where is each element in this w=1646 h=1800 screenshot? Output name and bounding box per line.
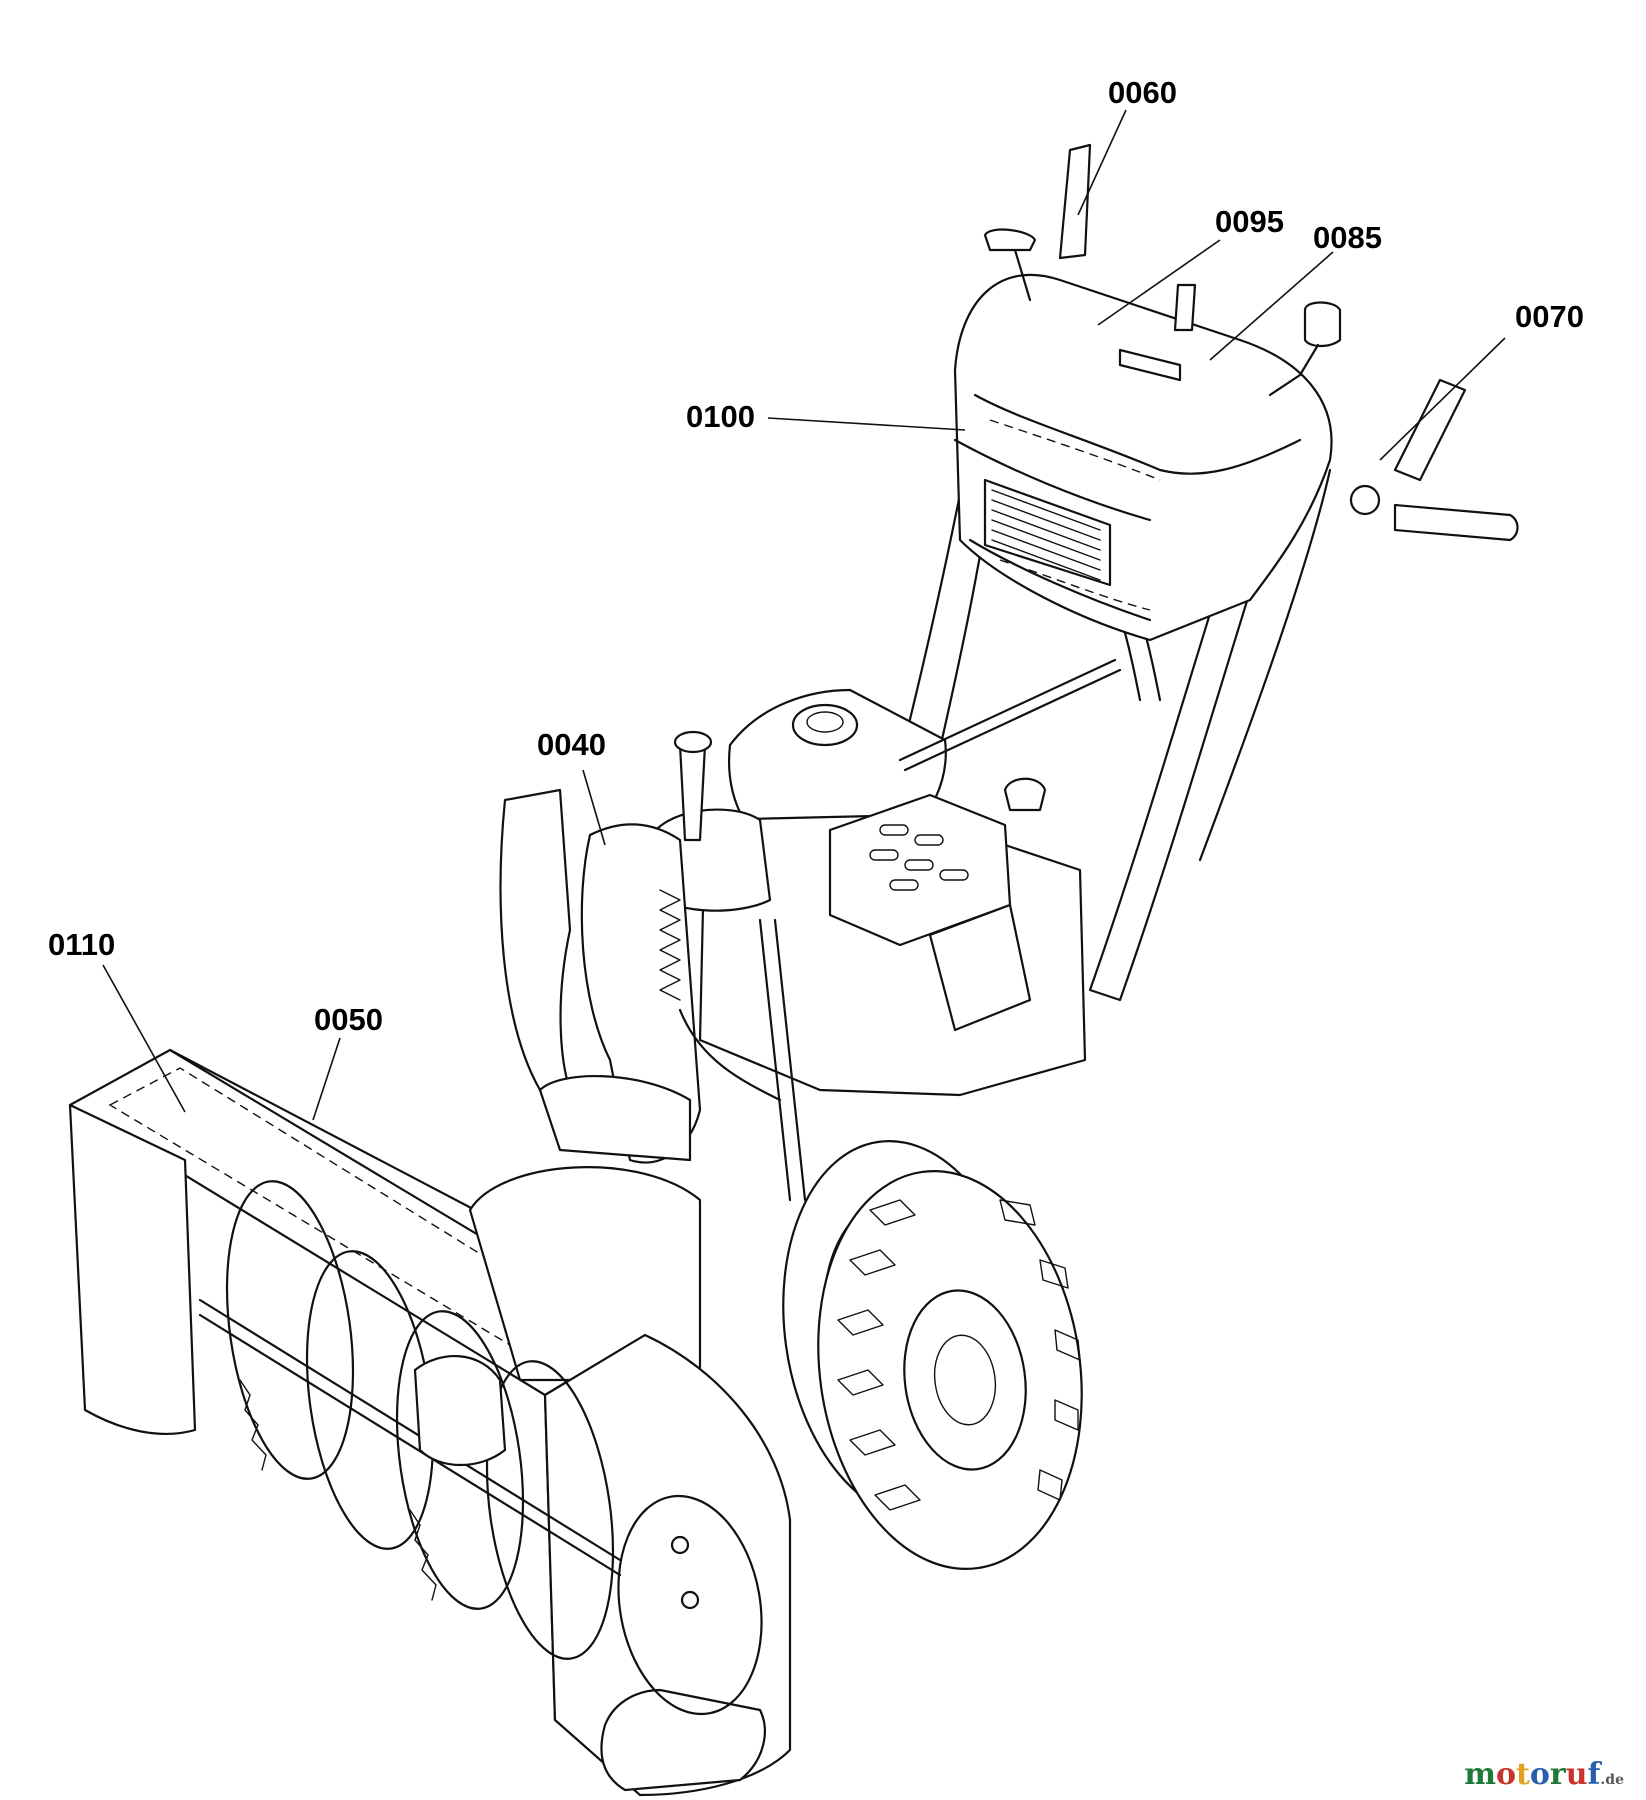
leader-lines xyxy=(102,109,1506,1121)
part-label-0085: 0085 xyxy=(1313,220,1382,255)
discharge-chute xyxy=(499,788,782,1164)
panel-grille xyxy=(991,489,1101,581)
watermark-brand: motoruf xyxy=(1464,1757,1601,1792)
motoruf-watermark: motoruf.de xyxy=(1464,1757,1624,1792)
part-label-0110: 0110 xyxy=(48,927,115,962)
shroud-vents xyxy=(869,824,969,891)
engine xyxy=(648,658,1122,1202)
auger-blades xyxy=(198,1180,622,1660)
wheel-right xyxy=(817,1170,1083,1570)
part-label-0050: 0050 xyxy=(314,1002,383,1037)
part-label-0060: 0060 xyxy=(1108,75,1177,110)
control-panel xyxy=(953,143,1519,642)
part-labels: 0060 0095 0085 0070 0100 0040 0110 0050 xyxy=(48,75,1584,1037)
part-label-0040: 0040 xyxy=(537,727,606,762)
part-label-0070: 0070 xyxy=(1515,299,1584,334)
watermark-tld: .de xyxy=(1600,1772,1624,1788)
auger-housing xyxy=(68,1048,792,1797)
part-label-0095: 0095 xyxy=(1215,204,1284,239)
part-label-0100: 0100 xyxy=(686,399,755,434)
tire-tread xyxy=(837,1199,1081,1511)
